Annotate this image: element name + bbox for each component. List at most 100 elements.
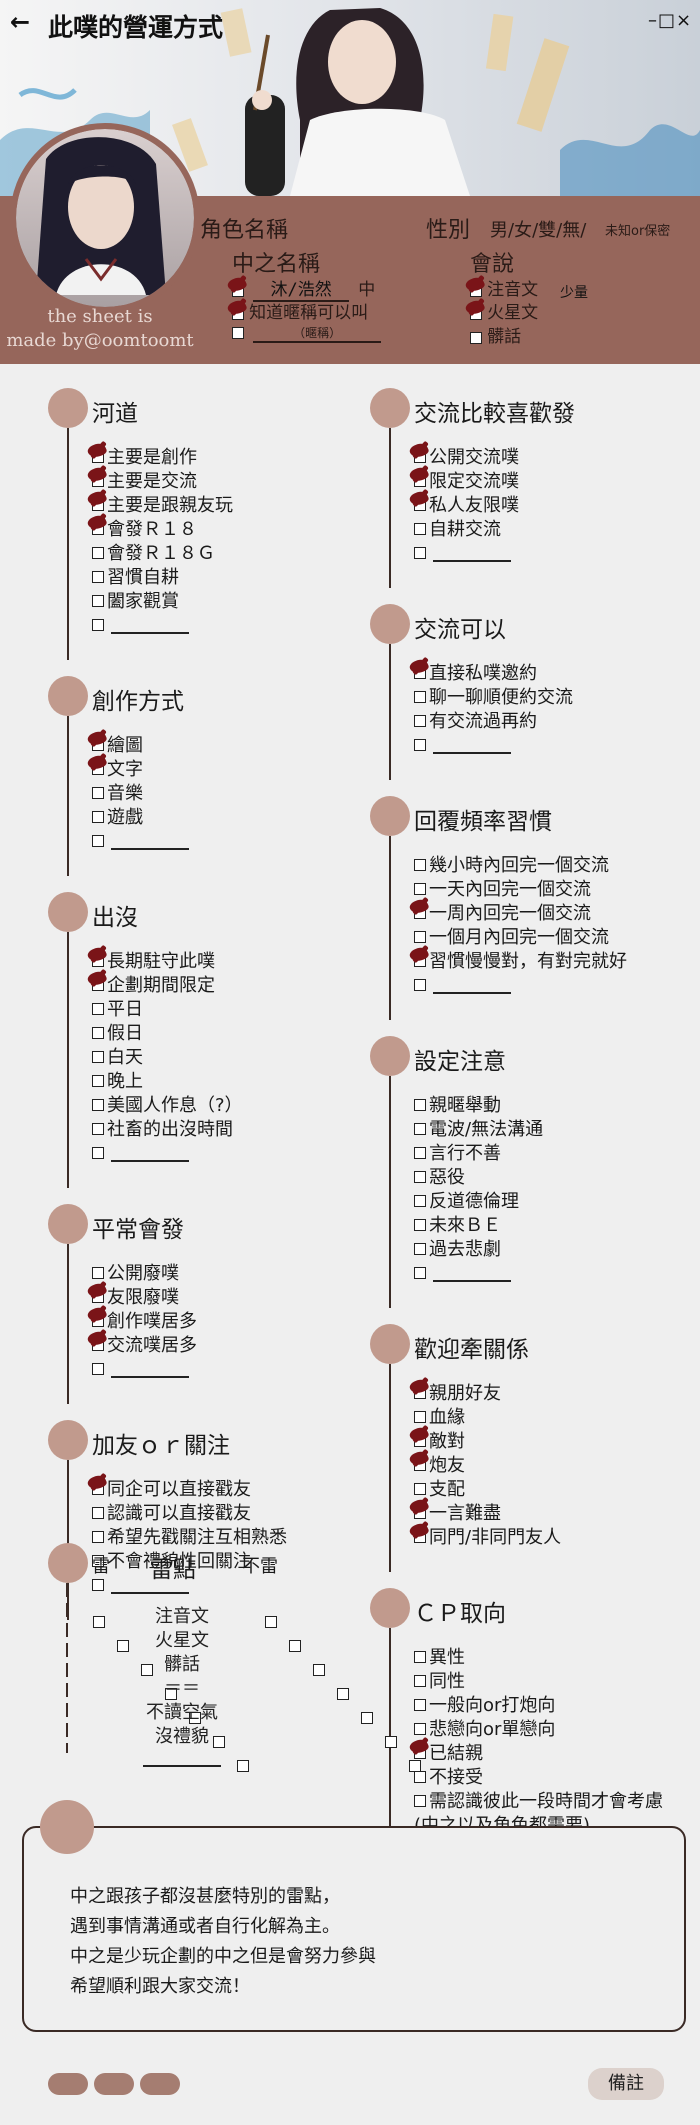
right-section-3-option[interactable]: 惡役: [414, 1166, 465, 1190]
checkbox[interactable]: [92, 1578, 104, 1591]
left-section-3-option[interactable]: [92, 1358, 189, 1382]
footer-tab-2[interactable]: [94, 2073, 134, 2095]
checkbox[interactable]: [414, 1434, 426, 1447]
right-section-5-option[interactable]: 異性: [414, 1646, 465, 1670]
checkbox[interactable]: [92, 618, 104, 631]
left-section-3-option[interactable]: 公開廢噗: [92, 1262, 179, 1286]
speak-checkbox-1[interactable]: [470, 307, 482, 320]
checkbox[interactable]: [414, 1722, 426, 1735]
checkbox[interactable]: [414, 738, 426, 751]
landmine-no-checkbox[interactable]: [409, 1759, 421, 1772]
checkbox[interactable]: [414, 906, 426, 919]
checkbox[interactable]: [414, 1242, 426, 1255]
landmine-yes-checkbox[interactable]: [93, 1615, 105, 1628]
checkbox[interactable]: [92, 954, 104, 967]
right-section-5-option[interactable]: 不接受: [414, 1766, 483, 1790]
left-section-0-option[interactable]: 主要是交流: [92, 470, 197, 494]
blank-fill-line[interactable]: [111, 1146, 189, 1162]
checkbox[interactable]: [92, 498, 104, 511]
checkbox[interactable]: [414, 1170, 426, 1183]
checkbox[interactable]: [92, 1050, 104, 1063]
left-section-2-option[interactable]: 社畜的出沒時間: [92, 1118, 233, 1142]
checkbox[interactable]: [414, 522, 426, 535]
right-section-4-option[interactable]: 敵對: [414, 1430, 465, 1454]
checkbox[interactable]: [92, 450, 104, 463]
right-section-2-option[interactable]: 一個月內回完一個交流: [414, 926, 609, 950]
footer-tab-3[interactable]: [140, 2073, 180, 2095]
left-section-1-option[interactable]: [92, 830, 189, 854]
left-section-2-option[interactable]: [92, 1142, 189, 1166]
right-section-1-option[interactable]: 直接私噗邀約: [414, 662, 537, 686]
left-section-2-option[interactable]: 企劃期間限定: [92, 974, 215, 998]
checkbox[interactable]: [414, 930, 426, 943]
right-section-4-option[interactable]: 炮友: [414, 1454, 465, 1478]
left-section-2-option[interactable]: 美國人作息（?）: [92, 1094, 243, 1118]
checkbox[interactable]: [92, 1290, 104, 1303]
right-section-2-option[interactable]: 一天內回完一個交流: [414, 878, 591, 902]
right-section-5-option[interactable]: 需認識彼此一段時間才會考慮: [414, 1790, 663, 1814]
left-section-4-option[interactable]: [92, 1574, 189, 1598]
right-section-0-option[interactable]: 私人友限噗: [414, 494, 519, 518]
left-section-3-option[interactable]: 創作噗居多: [92, 1310, 197, 1334]
checkbox[interactable]: [414, 1458, 426, 1471]
checkbox[interactable]: [414, 1650, 426, 1663]
checkbox[interactable]: [92, 1266, 104, 1279]
checkbox[interactable]: [414, 1506, 426, 1519]
landmine-no-checkbox[interactable]: [265, 1615, 277, 1628]
landmine-no-checkbox[interactable]: [361, 1711, 373, 1724]
checkbox[interactable]: [414, 954, 426, 967]
right-section-2-option[interactable]: 幾小時內回完一個交流: [414, 854, 609, 878]
left-section-4-option[interactable]: 不會禮貌性回關注: [92, 1550, 251, 1574]
checkbox[interactable]: [92, 1002, 104, 1015]
left-section-2-option[interactable]: 長期駐守此噗: [92, 950, 215, 974]
checkbox[interactable]: [414, 1698, 426, 1711]
landmine-yes-checkbox[interactable]: [117, 1639, 129, 1652]
right-section-0-option[interactable]: [414, 542, 511, 566]
checkbox[interactable]: [414, 474, 426, 487]
checkbox[interactable]: [414, 1794, 426, 1807]
right-section-3-option[interactable]: 過去悲劇: [414, 1238, 501, 1262]
right-section-5-option[interactable]: 一般向or打炮向: [414, 1694, 555, 1718]
checkbox[interactable]: [92, 474, 104, 487]
left-section-0-option[interactable]: 主要是跟親友玩: [92, 494, 233, 518]
left-section-1-option[interactable]: 文字: [92, 758, 143, 782]
checkbox[interactable]: [414, 1146, 426, 1159]
right-section-4-option[interactable]: 同門/非同門友人: [414, 1526, 561, 1550]
back-arrow-icon[interactable]: ←: [10, 8, 31, 36]
checkbox[interactable]: [92, 1338, 104, 1351]
checkbox[interactable]: [414, 1770, 426, 1783]
checkbox[interactable]: [414, 1194, 426, 1207]
landmine-yes-checkbox[interactable]: [237, 1759, 249, 1772]
checkbox[interactable]: [414, 450, 426, 463]
left-section-1-option[interactable]: 音樂: [92, 782, 143, 806]
left-section-2-option[interactable]: 平日: [92, 998, 143, 1022]
right-section-5-option[interactable]: 同性: [414, 1670, 465, 1694]
speak-checkbox-0[interactable]: [470, 284, 482, 297]
checkbox[interactable]: [92, 1530, 104, 1543]
landmine-yes-checkbox[interactable]: [189, 1711, 201, 1724]
left-section-2-option[interactable]: 晚上: [92, 1070, 143, 1094]
checkbox[interactable]: [414, 1530, 426, 1543]
left-section-3-option[interactable]: 友限廢噗: [92, 1286, 179, 1310]
right-section-4-option[interactable]: 親朋好友: [414, 1382, 501, 1406]
left-section-0-option[interactable]: [92, 614, 189, 638]
checkbox[interactable]: [414, 714, 426, 727]
checkbox[interactable]: [92, 1098, 104, 1111]
landmine-no-checkbox[interactable]: [289, 1639, 301, 1652]
right-section-2-option[interactable]: 習慣慢慢對，有對完就好: [414, 950, 627, 974]
checkbox[interactable]: [92, 1314, 104, 1327]
landmine-yes-checkbox[interactable]: [165, 1687, 177, 1700]
checkbox[interactable]: [92, 1146, 104, 1159]
checkbox[interactable]: [414, 882, 426, 895]
checkbox[interactable]: [414, 1386, 426, 1399]
checkbox[interactable]: [414, 978, 426, 991]
checkbox[interactable]: [414, 1098, 426, 1111]
blank-fill-line[interactable]: [433, 1266, 511, 1282]
right-section-3-option[interactable]: 電波/無法溝通: [414, 1118, 543, 1142]
checkbox[interactable]: [414, 666, 426, 679]
left-section-2-option[interactable]: 白天: [92, 1046, 143, 1070]
zhongzhi-name-checkbox[interactable]: [232, 284, 244, 297]
right-section-1-option[interactable]: 有交流過再約: [414, 710, 537, 734]
left-section-2-option[interactable]: 假日: [92, 1022, 143, 1046]
blank-fill-line[interactable]: [433, 546, 511, 562]
